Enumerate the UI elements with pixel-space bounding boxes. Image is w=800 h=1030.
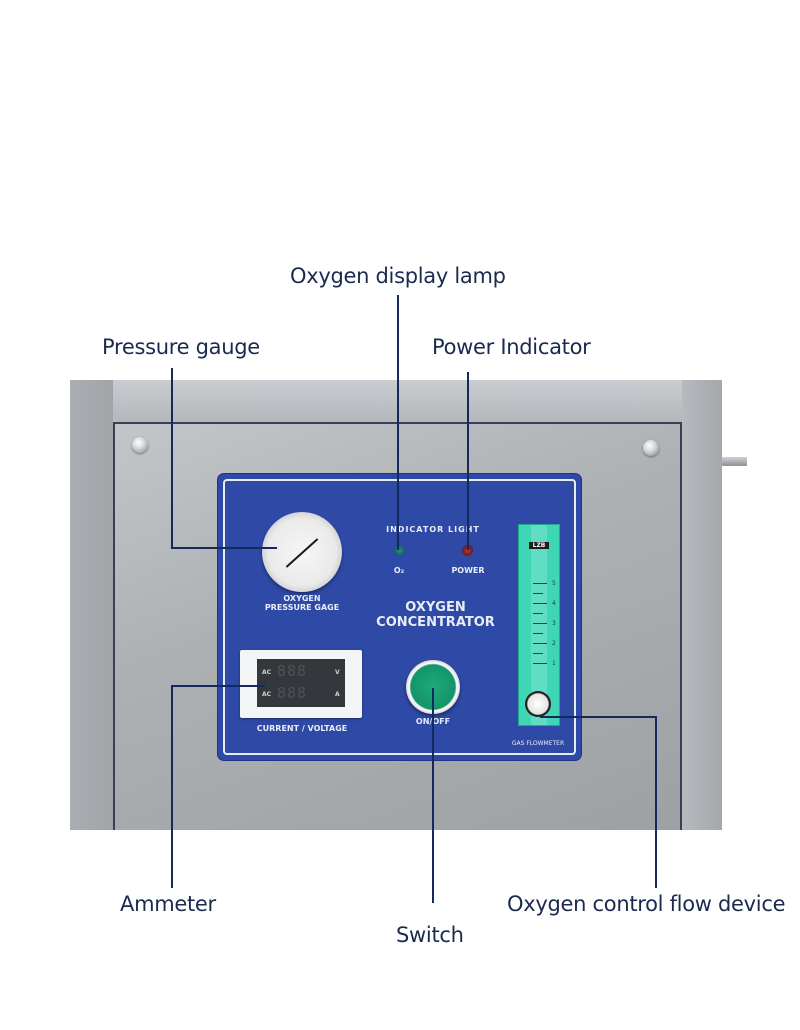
flowmeter-label: GAS FLOWMETER (511, 740, 565, 747)
display-row2-value: 888 (277, 684, 308, 702)
scale-tick (533, 583, 547, 584)
display-row1-value: 888 (277, 662, 308, 680)
callout-switch: Switch (396, 923, 464, 947)
gauge-label-line2: PRESSURE GAGE (264, 603, 340, 612)
o2-lamp-label: O₂ (393, 566, 405, 575)
panel-border (223, 479, 576, 755)
screw-icon (643, 440, 659, 456)
callout-ammeter: Ammeter (120, 892, 216, 916)
scale-label: 3 (552, 620, 556, 627)
panel-title-line2: CONCENTRATOR (376, 615, 495, 630)
callout-line-oxygen-lamp (397, 295, 399, 550)
frame-top-bevel (70, 380, 722, 422)
scale-tick (533, 593, 543, 594)
scale-label: 2 (552, 640, 556, 647)
callout-oxygen-control-flow-device: Oxygen control flow device (507, 892, 786, 916)
scale-tick (533, 623, 547, 624)
gas-flowmeter: LZB 5 4 3 2 1 (518, 524, 560, 726)
scale-tick (533, 653, 543, 654)
callout-line-flow-device-h (540, 716, 657, 718)
pressure-gauge-dial (262, 512, 342, 592)
gauge-label-line1: OXYGEN (283, 594, 321, 603)
callout-line-pressure-gauge-h (171, 547, 277, 549)
callout-line-switch (432, 688, 434, 903)
current-voltage-label: CURRENT / VOLTAGE (256, 724, 348, 733)
control-panel: OXYGEN PRESSURE GAGE INDICATOR LIGHT O₂ … (218, 474, 581, 760)
frame-left-bevel (70, 380, 113, 830)
display-row2-unit: A (335, 691, 340, 698)
indicator-light-title: INDICATOR LIGHT (386, 525, 480, 534)
callout-line-ammeter-h (171, 685, 265, 687)
display-row2-prefix: AC (262, 691, 272, 698)
callout-line-pressure-gauge (171, 368, 173, 548)
led-display: AC 888 V AC 888 A (257, 659, 345, 707)
scale-tick (533, 613, 543, 614)
scale-tick (533, 643, 547, 644)
scale-label: 1 (552, 660, 556, 667)
callout-pressure-gauge: Pressure gauge (102, 335, 260, 359)
callout-line-power-indicator (467, 372, 469, 550)
power-lamp-label: POWER (451, 566, 485, 575)
flowmeter-brand: LZB (529, 542, 549, 549)
flowmeter-tube (531, 525, 547, 725)
callout-oxygen-display-lamp: Oxygen display lamp (290, 264, 506, 288)
scale-tick (533, 603, 547, 604)
o2-lamp (394, 545, 405, 556)
scale-label: 5 (552, 580, 556, 587)
display-row1-unit: V (335, 669, 340, 676)
gauge-needle (285, 538, 319, 568)
gas-outlet-nozzle (722, 457, 747, 466)
scale-tick (533, 633, 543, 634)
screw-icon (132, 437, 148, 453)
scale-tick (533, 663, 547, 664)
power-lamp (462, 545, 473, 556)
panel-title-line1: OXYGEN (405, 600, 466, 615)
display-row1-prefix: AC (262, 669, 272, 676)
callout-line-flow-device (655, 716, 657, 888)
scale-label: 4 (552, 600, 556, 607)
current-voltage-meter: AC 888 V AC 888 A (240, 650, 362, 718)
callout-power-indicator: Power Indicator (432, 335, 591, 359)
callout-line-ammeter (171, 685, 173, 888)
frame-right-bevel (682, 380, 722, 830)
flow-control-knob[interactable] (525, 691, 551, 717)
